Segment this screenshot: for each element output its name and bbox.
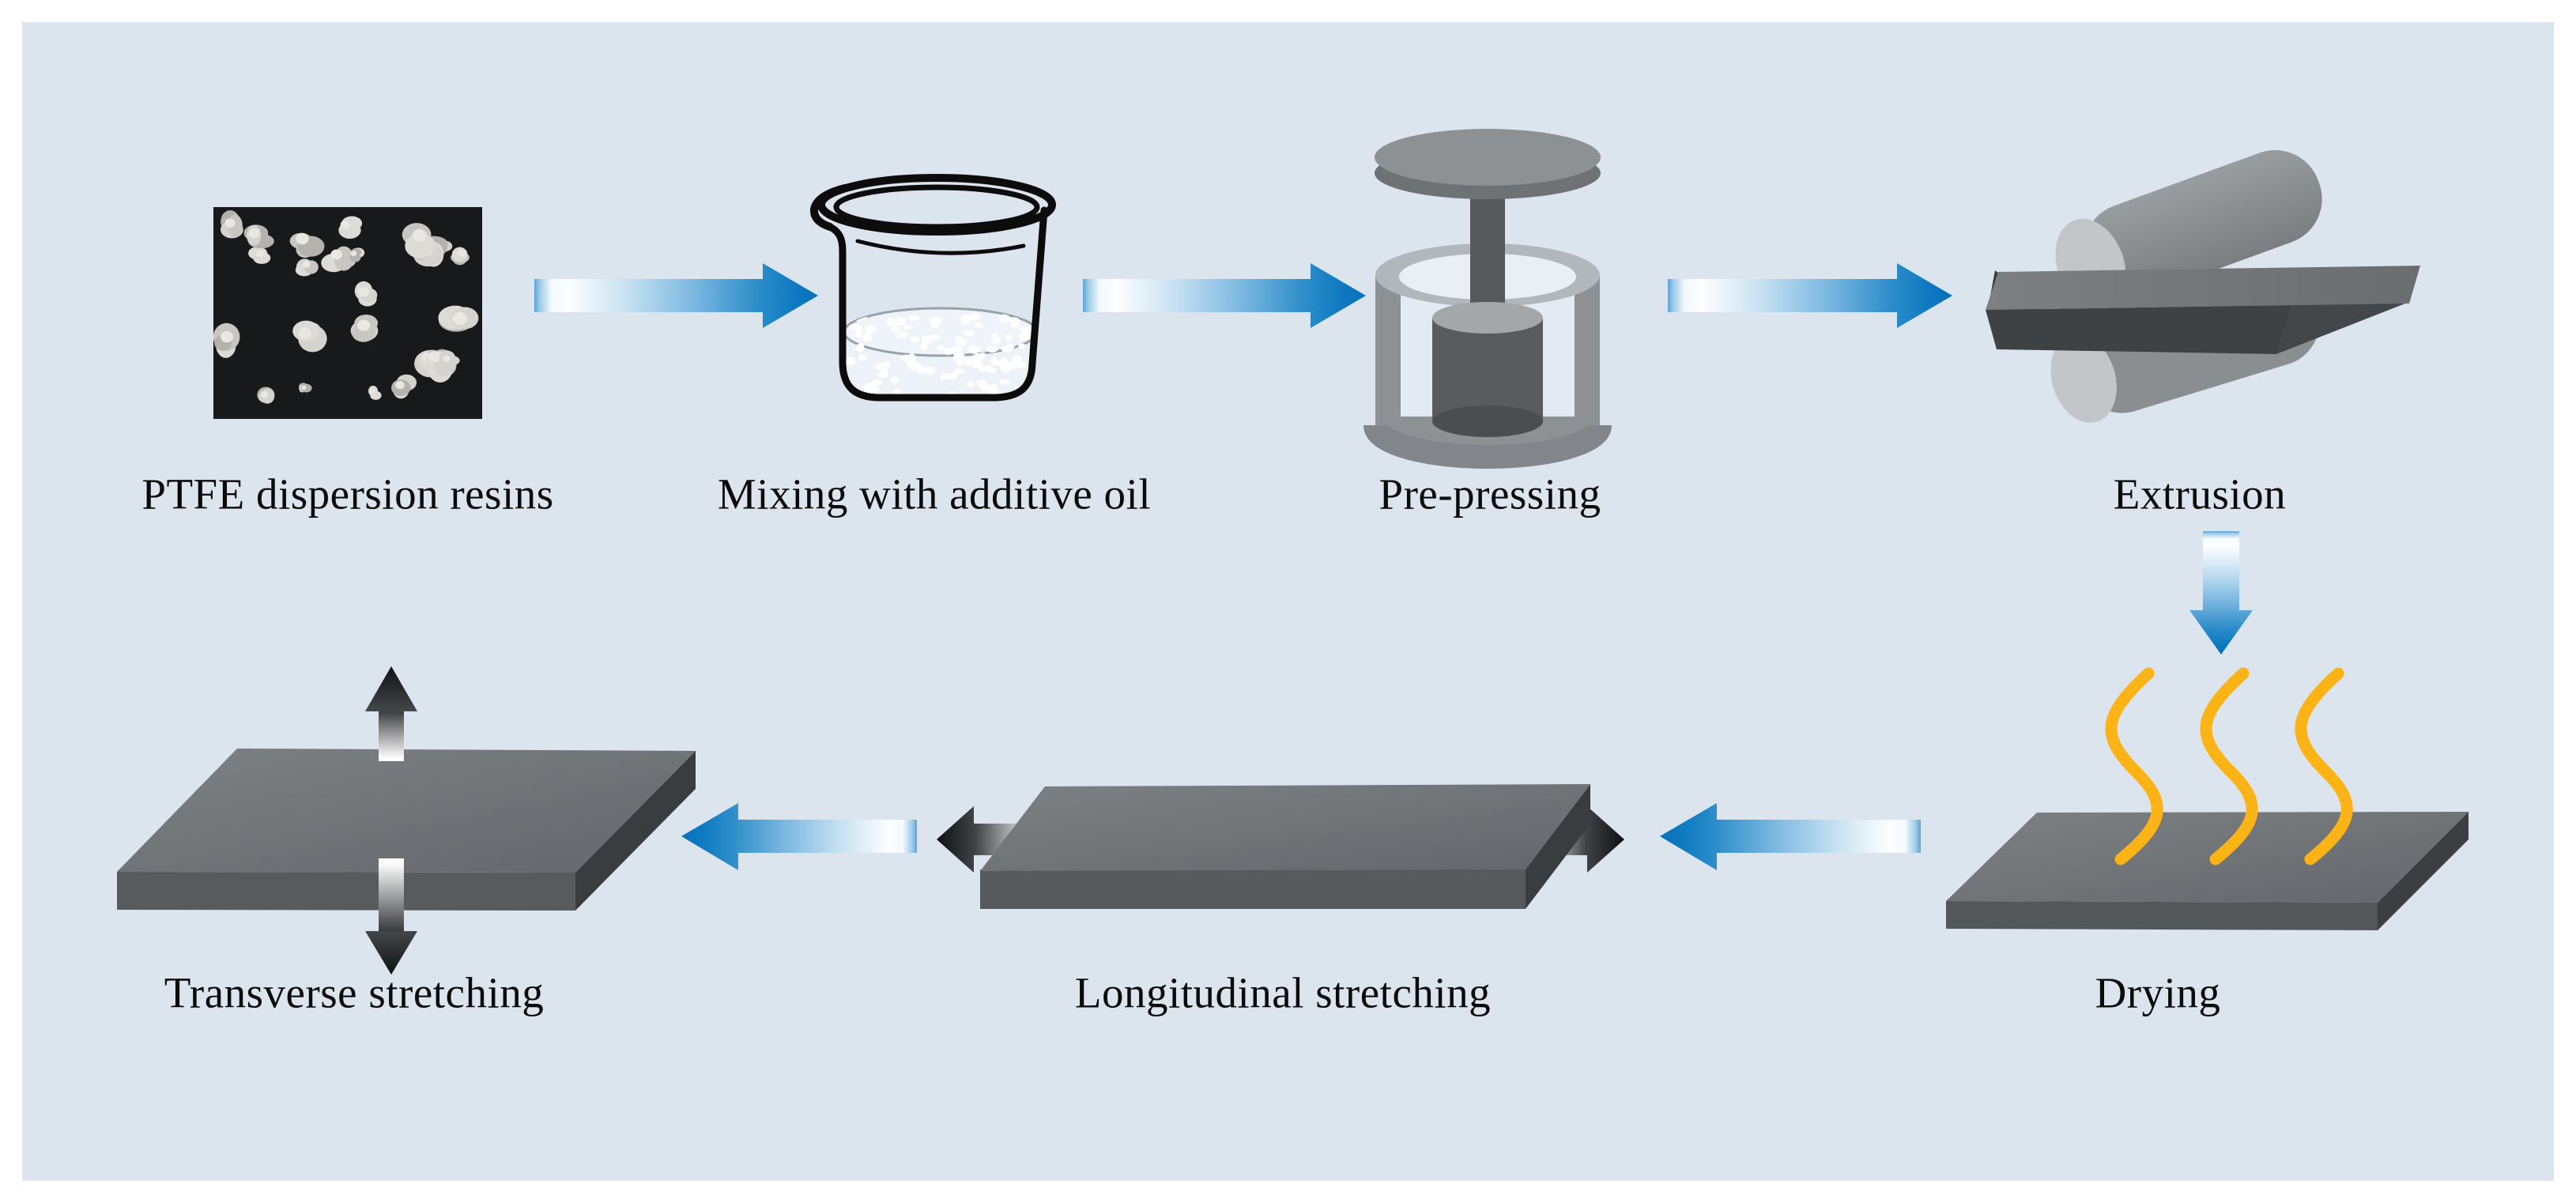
press-piston: [1432, 302, 1543, 437]
blue-arrow-right-1: [534, 263, 818, 328]
press-top-disc: [1375, 129, 1601, 186]
extruded-sheet: [1986, 266, 2420, 354]
blue-arrow-left-1: [1660, 803, 1921, 870]
beaker-spout: [809, 184, 849, 231]
membrane-slab-transverse: [117, 749, 696, 911]
membrane-slab-drying: [1946, 812, 2469, 930]
blue-arrow-right-2: [1083, 263, 1366, 328]
stretch-arrow-up: [365, 666, 417, 761]
step-label-ptfe-dispersion-resins: PTFE dispersion resins: [141, 470, 554, 519]
beaker-icon: [809, 174, 1056, 402]
drying-icon: [1946, 667, 2469, 930]
blue-arrow-right-3: [1668, 263, 1952, 328]
blue-arrow-left-2: [681, 803, 917, 870]
heat-waves-icon: [2105, 667, 2353, 865]
ptfe-resins-photo: [213, 207, 482, 419]
step-label-transverse-stretching: Transverse stretching: [164, 968, 545, 1017]
transverse-stretching-icon: [117, 666, 696, 975]
step-label-extrusion: Extrusion: [2113, 470, 2287, 519]
stretch-arrow-down: [365, 858, 417, 975]
step-label-pre-pressing: Pre-pressing: [1379, 470, 1601, 519]
blue-arrow-down: [2189, 531, 2253, 654]
longitudinal-stretching-icon: [937, 784, 1624, 909]
step-label-mixing-with-additive-oil: Mixing with additive oil: [717, 470, 1152, 519]
press-icon: [1363, 129, 1612, 469]
membrane-slab-longitudinal: [980, 784, 1590, 909]
step-label-longitudinal-stretching: Longitudinal stretching: [1074, 968, 1492, 1017]
step-label-drying: Drying: [2095, 968, 2221, 1017]
rollers-icon: [1986, 149, 2420, 423]
